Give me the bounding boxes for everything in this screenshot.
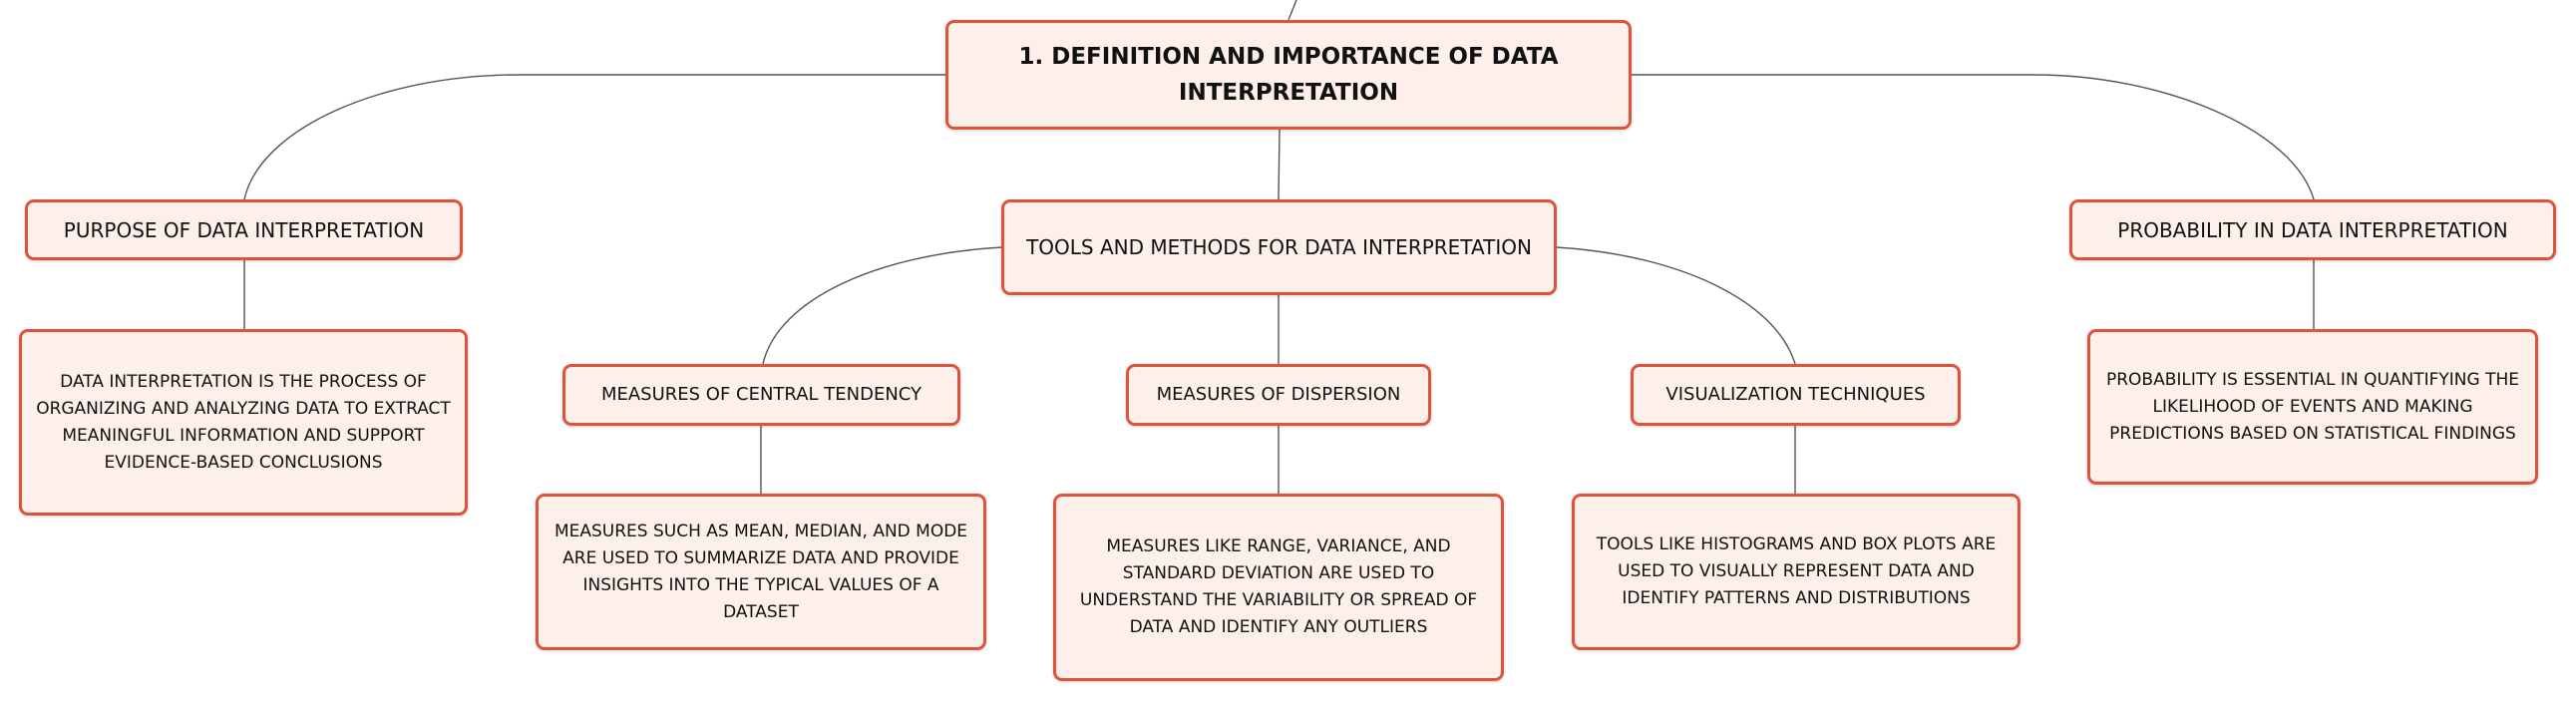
connector-title-tools xyxy=(1278,129,1281,200)
central-tendency-node[interactable]: MEASURES OF CENTRAL TENDENCY xyxy=(562,364,960,426)
dispersion-detail-text: MEASURES LIKE RANGE, VARIANCE, AND STAND… xyxy=(1079,536,1478,637)
central-tendency-detail-node[interactable]: MEASURES SUCH AS MEAN, MEDIAN, AND MODE … xyxy=(536,494,986,650)
purpose-detail-text: DATA INTERPRETATION IS THE PROCESS OF OR… xyxy=(36,371,451,473)
purpose-detail-node[interactable]: DATA INTERPRETATION IS THE PROCESS OF OR… xyxy=(19,329,468,516)
probability-topic-label: PROBABILITY IN DATA INTERPRETATION xyxy=(2117,217,2508,242)
visualization-detail-node[interactable]: TOOLS LIKE HISTOGRAMS AND BOX PLOTS ARE … xyxy=(1572,494,2021,650)
central-topic-node[interactable]: 1. DEFINITION AND IMPORTANCE OF DATA INT… xyxy=(945,20,1632,130)
probability-detail-text: PROBABILITY IS ESSENTIAL IN QUANTIFYING … xyxy=(2105,369,2520,444)
connector-parent-title xyxy=(1288,0,1297,21)
central-tendency-label: MEASURES OF CENTRAL TENDENCY xyxy=(600,384,922,405)
connector-tools-central xyxy=(762,246,1003,365)
probability-topic-node[interactable]: PROBABILITY IN DATA INTERPRETATION xyxy=(2069,199,2556,260)
connector-title-purpose xyxy=(243,74,947,200)
purpose-topic-node[interactable]: PURPOSE OF DATA INTERPRETATION xyxy=(25,199,463,260)
visualization-detail-text: TOOLS LIKE HISTOGRAMS AND BOX PLOTS ARE … xyxy=(1596,534,1997,608)
visualization-label: VISUALIZATION TECHNIQUES xyxy=(1665,384,1926,405)
central-topic-label: 1. DEFINITION AND IMPORTANCE OF DATA INT… xyxy=(1018,44,1559,106)
dispersion-detail-node[interactable]: MEASURES LIKE RANGE, VARIANCE, AND STAND… xyxy=(1053,494,1504,681)
tools-topic-label: TOOLS AND METHODS FOR DATA INTERPRETATIO… xyxy=(1026,235,1532,259)
probability-detail-node[interactable]: PROBABILITY IS ESSENTIAL IN QUANTIFYING … xyxy=(2087,329,2538,485)
dispersion-label: MEASURES OF DISPERSION xyxy=(1156,384,1401,405)
central-tendency-detail-text: MEASURES SUCH AS MEAN, MEDIAN, AND MODE … xyxy=(553,521,968,622)
connector-title-probability xyxy=(1631,74,2315,200)
purpose-topic-label: PURPOSE OF DATA INTERPRETATION xyxy=(63,217,425,242)
connector-tools-visualization xyxy=(1555,246,1796,365)
tools-topic-node[interactable]: TOOLS AND METHODS FOR DATA INTERPRETATIO… xyxy=(1001,199,1557,295)
dispersion-node[interactable]: MEASURES OF DISPERSION xyxy=(1126,364,1431,426)
visualization-node[interactable]: VISUALIZATION TECHNIQUES xyxy=(1631,364,1961,426)
